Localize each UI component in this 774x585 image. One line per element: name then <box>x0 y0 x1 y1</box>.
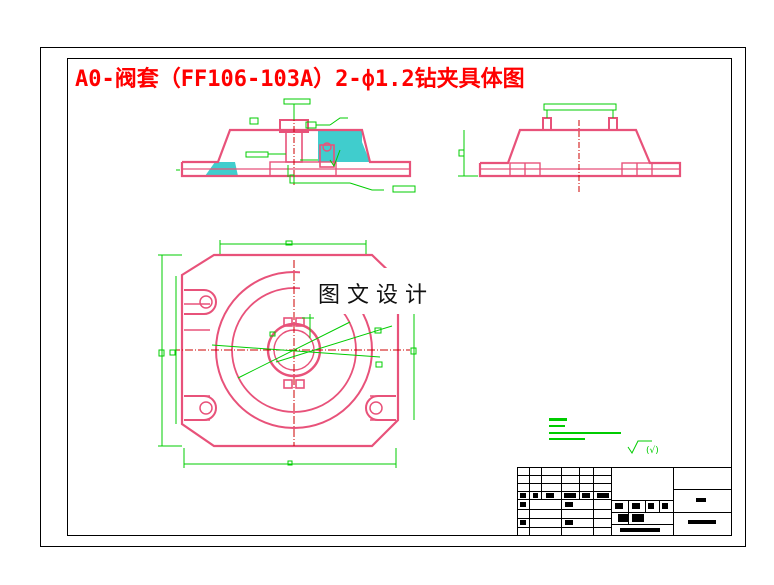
technical-notes: (√) <box>549 418 659 456</box>
locating-pin-right <box>608 117 618 131</box>
section-hatch-right <box>318 130 370 162</box>
u-slot-bottom-right <box>365 395 396 421</box>
side-view <box>458 103 682 194</box>
front-section-view <box>176 98 416 193</box>
plan-outline <box>180 253 400 448</box>
plan-view <box>158 240 417 468</box>
front-body-outline <box>180 128 412 178</box>
inner-border <box>67 58 732 536</box>
roughness-symbol <box>627 440 652 454</box>
watermark-backdrop <box>300 268 470 314</box>
watermark-text: 图 文 设 计 <box>318 283 427 308</box>
title-block <box>517 467 732 536</box>
title-block-labels <box>520 493 716 532</box>
locating-pin-left <box>542 117 552 131</box>
surface-finish-mark <box>329 149 341 168</box>
u-slot-bottom-left <box>184 395 217 421</box>
outer-border <box>40 47 746 547</box>
u-slot-top-left <box>184 289 217 315</box>
roughness-note: (√) <box>646 445 659 456</box>
drawing-title: A0-阀套（FF106-103A）2-ф1.2钻夹具体图 <box>75 66 525 92</box>
